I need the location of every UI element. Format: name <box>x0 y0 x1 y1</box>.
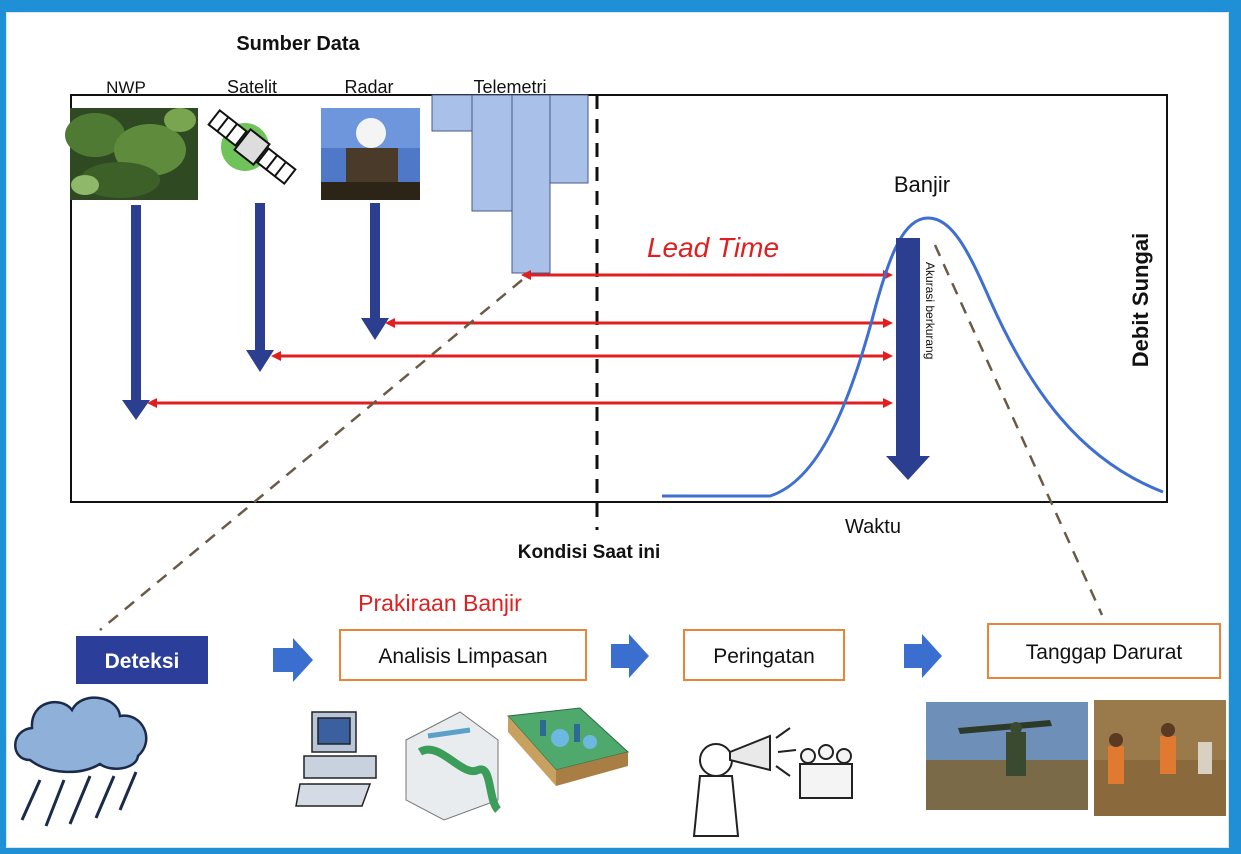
telemetry-bars <box>431 94 589 274</box>
telemetry-bar <box>549 94 589 184</box>
source-label-radar: Radar <box>344 77 393 97</box>
lead-time-label: Lead Time <box>647 232 779 263</box>
flow-arrow <box>904 634 942 678</box>
rescue-photo-icon <box>926 702 1088 810</box>
accuracy-label: Akurasi berkurang <box>923 262 937 359</box>
y-axis-label: Debit Sungai <box>1128 233 1153 367</box>
step-peringatan: Peringatan <box>683 629 845 681</box>
lead-time-arrows <box>147 270 893 408</box>
step-analisis-label: Analisis Limpasan <box>378 645 547 668</box>
peak-label: Banjir <box>894 172 950 197</box>
radar-dome-icon <box>321 108 420 200</box>
computer-icon <box>295 711 377 807</box>
terrain-map-icon <box>506 707 630 786</box>
flood-photo-icon <box>1094 700 1226 816</box>
rain-cloud-icon <box>14 696 148 827</box>
forecast-label: Prakiraan Banjir <box>358 590 522 616</box>
telemetry-bar <box>431 94 473 132</box>
telemetry-bar <box>511 94 551 274</box>
satelit-down-arrow <box>246 203 274 372</box>
step-tanggap: Tanggap Darurat <box>987 623 1221 679</box>
step-analisis: Analisis Limpasan <box>339 629 587 681</box>
step-tanggap-label: Tanggap Darurat <box>1026 641 1183 664</box>
hydrograph-curve <box>662 216 1164 498</box>
x-axis-label: Waktu <box>845 516 901 538</box>
accuracy-arrow <box>886 238 930 480</box>
source-title: Sumber Data <box>236 33 360 55</box>
source-label-satelit: Satelit <box>227 77 277 97</box>
runoff-model-icon <box>405 711 502 821</box>
step-deteksi: Deteksi <box>76 636 208 684</box>
forest-photo-icon <box>65 108 198 200</box>
step-peringatan-label: Peringatan <box>713 645 815 668</box>
nwp-down-arrow <box>122 205 150 420</box>
chart-frame <box>70 94 1168 503</box>
flow-arrow <box>273 638 313 682</box>
telemetry-bar <box>471 94 513 212</box>
connector-lines <box>99 244 1104 631</box>
source-arrows <box>122 203 389 420</box>
step-deteksi-label: Deteksi <box>105 650 180 673</box>
flow-arrow <box>611 634 649 678</box>
radar-down-arrow <box>361 203 389 340</box>
megaphone-crowd-icon <box>692 727 853 837</box>
current-condition-label: Kondisi Saat ini <box>518 542 661 563</box>
source-label-telemetri: Telemetri <box>473 77 546 97</box>
satellite-icon <box>207 108 297 186</box>
source-label-nwp: NWP <box>106 78 146 97</box>
